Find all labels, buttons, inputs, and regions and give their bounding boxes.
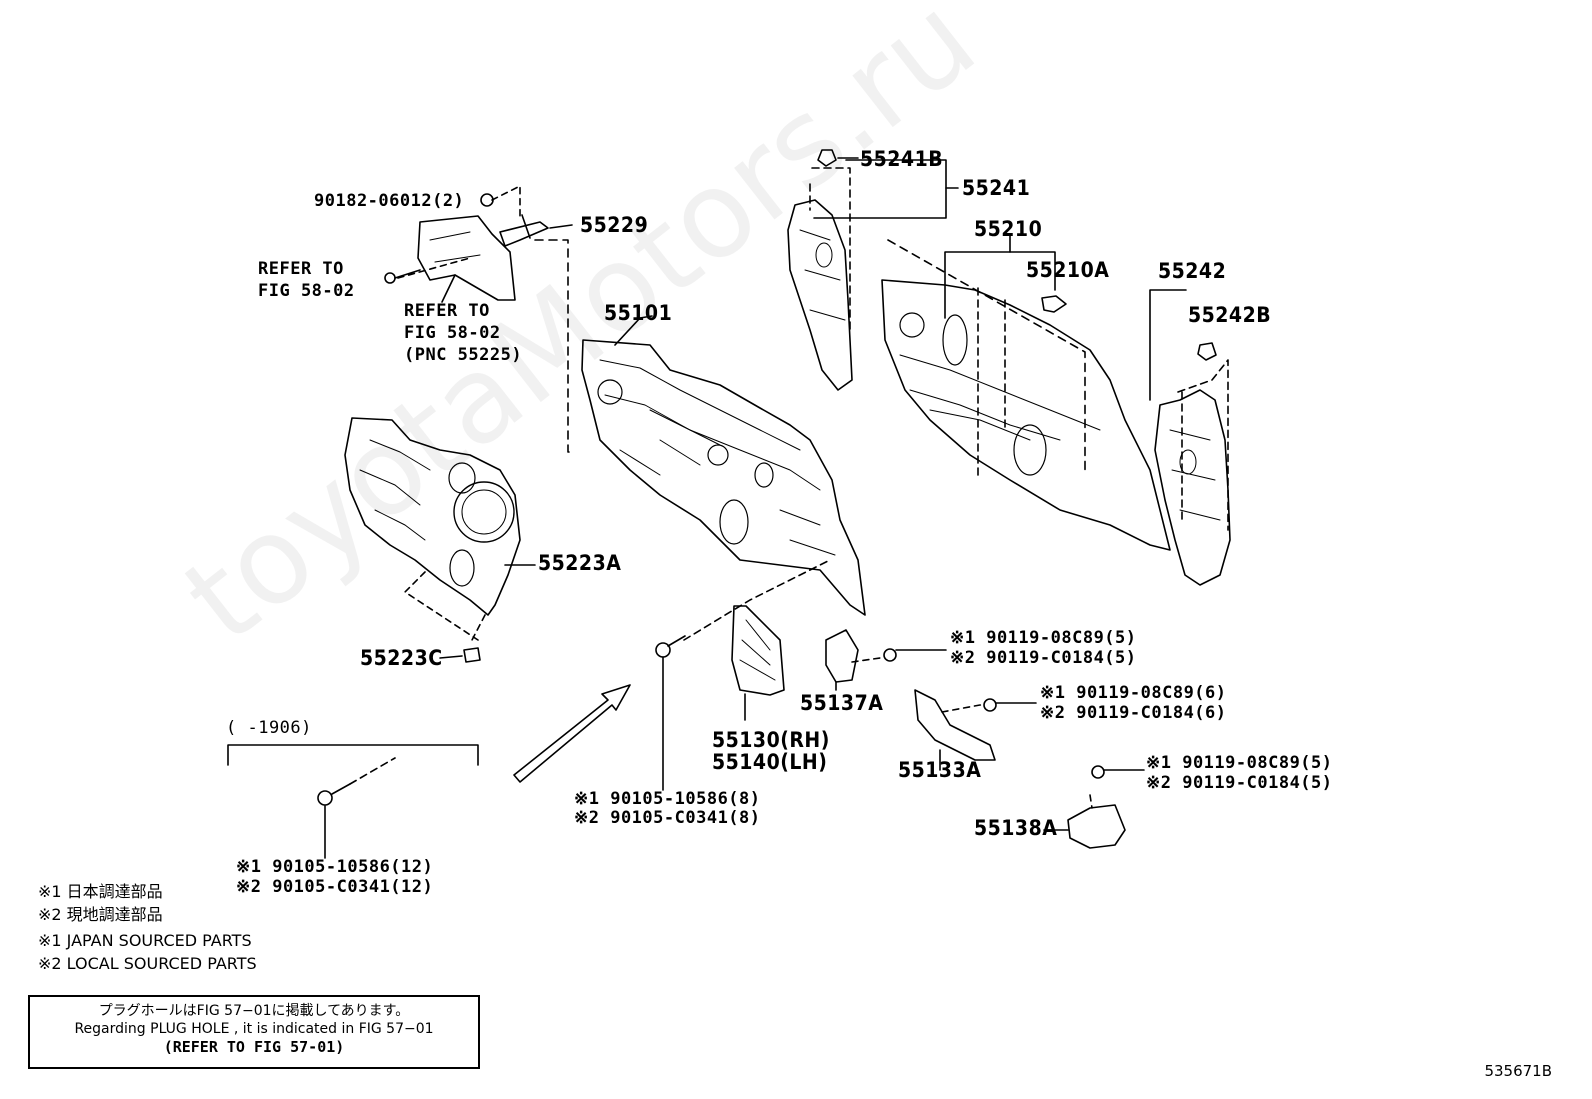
label-b55137-1: ※1 90119-08C89(5) [950,628,1137,648]
label-55138A: 55138A [974,816,1058,840]
label-55242B: 55242B [1188,303,1272,327]
label-55101: 55101 [604,301,673,325]
bracket-55138A [1043,765,1145,849]
label-refer-2b: FIG 58-02 [404,323,501,343]
note-line-jp: プラグホールはFIG 57−01に掲載してあります。 [98,1003,410,1019]
legend-en-1: ※1 JAPAN SOURCED PARTS [38,931,252,950]
label-bolt-left-2: ※2 90105-C0341(12) [236,877,434,897]
silencer-55210 [881,234,1171,551]
label-b55138-2: ※2 90119-C0184(5) [1146,773,1333,793]
legend-jp-2: ※2 現地調達部品 [38,905,163,924]
plug-hole-note: プラグホールはFIG 57−01に掲載してあります。 Regarding PLU… [28,995,487,1076]
label-90182: 90182-06012(2) [314,191,465,211]
label-refer-2c: (PNC 55225) [404,345,523,365]
label-bolt-mid-2: ※2 90105-C0341(8) [574,808,761,828]
clip-55223C [463,647,481,663]
direction-arrow [513,684,631,783]
label-refer-1b: FIG 58-02 [258,281,355,301]
side-panel-55242 [1149,289,1231,586]
bracket-55130 [655,559,831,791]
label-refer-2a: REFER TO [404,301,490,321]
side-panel-55241 [787,149,959,391]
legend-jp-1: ※1 日本調達部品 [38,882,163,901]
bolt-90105 [655,642,671,658]
legend-en-2: ※2 LOCAL SOURCED PARTS [38,954,257,973]
label-refer-1a: REFER TO [258,259,344,279]
bolt-refer [384,272,396,284]
dash-panel-55101 [581,315,866,616]
clip-55210A [1041,295,1067,313]
clip-55242B [1197,342,1217,361]
bracket-55229 [499,214,549,247]
label-55133A: 55133A [898,758,982,782]
cover-panel-55225 [417,215,516,301]
label-55210A: 55210A [1026,258,1110,282]
bracket-55137A [825,629,947,691]
label-55241: 55241 [962,176,1031,200]
part-55229-group [384,185,573,453]
label-55140: 55140(LH) [712,750,828,774]
clip-55241B [817,149,837,167]
label-55137A: 55137A [800,691,884,715]
note-line-en: Regarding PLUG HOLE , it is indicated in… [74,1021,434,1037]
label-55223A: 55223A [538,551,622,575]
label-date-range: ( -1906) [226,718,312,738]
bracket-55133A [914,689,1037,771]
label-b55133-2: ※2 90119-C0184(6) [1040,703,1227,723]
label-bolt-mid-1: ※1 90105-10586(8) [574,789,761,809]
insulator-55223A [344,417,536,663]
label-55223C: 55223C [360,646,443,670]
figure-id: 535671B [1484,1062,1552,1080]
label-bolt-left-1: ※1 90105-10586(12) [236,857,434,877]
label-b55138-1: ※1 90119-08C89(5) [1146,753,1333,773]
label-55242: 55242 [1158,259,1227,283]
label-55241B: 55241B [860,147,944,171]
label-b55137-2: ※2 90119-C0184(5) [950,648,1137,668]
note-line-ref: (REFER TO FIG 57-01) [163,1038,345,1056]
label-55130: 55130(RH) [712,728,830,752]
label-b55133-1: ※1 90119-08C89(6) [1040,683,1227,703]
label-55229: 55229 [580,213,649,237]
date-range-bracket [227,744,479,859]
label-55210: 55210 [974,217,1043,241]
